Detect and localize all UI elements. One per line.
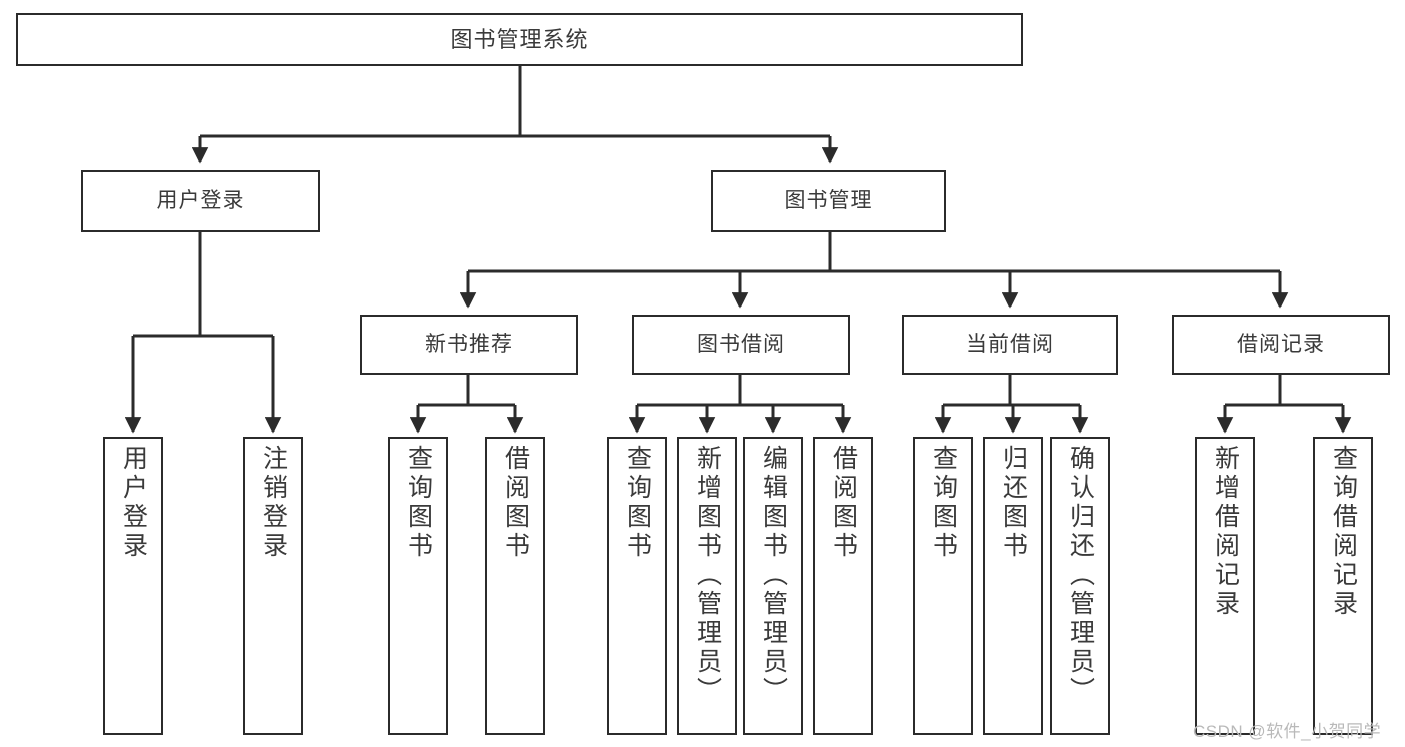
- node-new-book-recommend-label: 新书推荐: [425, 332, 513, 356]
- node-borrow-record[interactable]: 借阅记录: [1172, 315, 1390, 375]
- leaf-edit-book[interactable]: 编辑图书（管理员）: [743, 437, 803, 735]
- leaf-borrow-book-2[interactable]: 借阅图书: [813, 437, 873, 735]
- leaf-query-record[interactable]: 查询借阅记录: [1313, 437, 1373, 735]
- node-book-manage-label: 图书管理: [784, 188, 873, 212]
- leaf-add-record[interactable]: 新增借阅记录: [1195, 437, 1255, 735]
- node-book-manage[interactable]: 图书管理: [711, 170, 946, 232]
- leaf-logout-login-label: 注销登录: [259, 445, 288, 561]
- leaf-query-book-2-label: 查询图书: [623, 445, 652, 561]
- leaf-add-book[interactable]: 新增图书（管理员）: [677, 437, 737, 735]
- leaf-confirm-return-label: 确认归还（管理员）: [1066, 445, 1095, 706]
- node-root[interactable]: 图书管理系统: [16, 13, 1023, 66]
- leaf-return-book[interactable]: 归还图书: [983, 437, 1043, 735]
- node-user-login[interactable]: 用户登录: [81, 170, 320, 232]
- leaf-query-book-1-label: 查询图书: [404, 445, 433, 561]
- leaf-borrow-book-1-label: 借阅图书: [501, 445, 530, 561]
- leaf-user-login[interactable]: 用户登录: [103, 437, 163, 735]
- leaf-edit-book-label: 编辑图书（管理员）: [759, 445, 788, 706]
- node-current-borrow-label: 当前借阅: [966, 332, 1054, 356]
- leaf-logout-login[interactable]: 注销登录: [243, 437, 303, 735]
- leaf-query-book-3-label: 查询图书: [929, 445, 958, 561]
- node-user-login-label: 用户登录: [156, 188, 245, 212]
- leaf-query-book-2[interactable]: 查询图书: [607, 437, 667, 735]
- leaf-return-book-label: 归还图书: [999, 445, 1028, 561]
- node-current-borrow[interactable]: 当前借阅: [902, 315, 1118, 375]
- node-borrow-record-label: 借阅记录: [1237, 332, 1325, 356]
- node-new-book-recommend[interactable]: 新书推荐: [360, 315, 578, 375]
- node-book-borrow-label: 图书借阅: [697, 332, 785, 356]
- leaf-confirm-return[interactable]: 确认归还（管理员）: [1050, 437, 1110, 735]
- node-book-borrow[interactable]: 图书借阅: [632, 315, 850, 375]
- leaf-query-book-3[interactable]: 查询图书: [913, 437, 973, 735]
- node-root-label: 图书管理系统: [450, 26, 589, 52]
- leaf-borrow-book-1[interactable]: 借阅图书: [485, 437, 545, 735]
- leaf-user-login-label: 用户登录: [119, 445, 148, 561]
- csdn-watermark: CSDN @软件_小贺同学: [1193, 722, 1382, 741]
- leaf-query-record-label: 查询借阅记录: [1329, 445, 1358, 619]
- leaf-query-book-1[interactable]: 查询图书: [388, 437, 448, 735]
- leaf-add-book-label: 新增图书（管理员）: [693, 445, 722, 706]
- leaf-borrow-book-2-label: 借阅图书: [829, 445, 858, 561]
- leaf-add-record-label: 新增借阅记录: [1211, 445, 1240, 619]
